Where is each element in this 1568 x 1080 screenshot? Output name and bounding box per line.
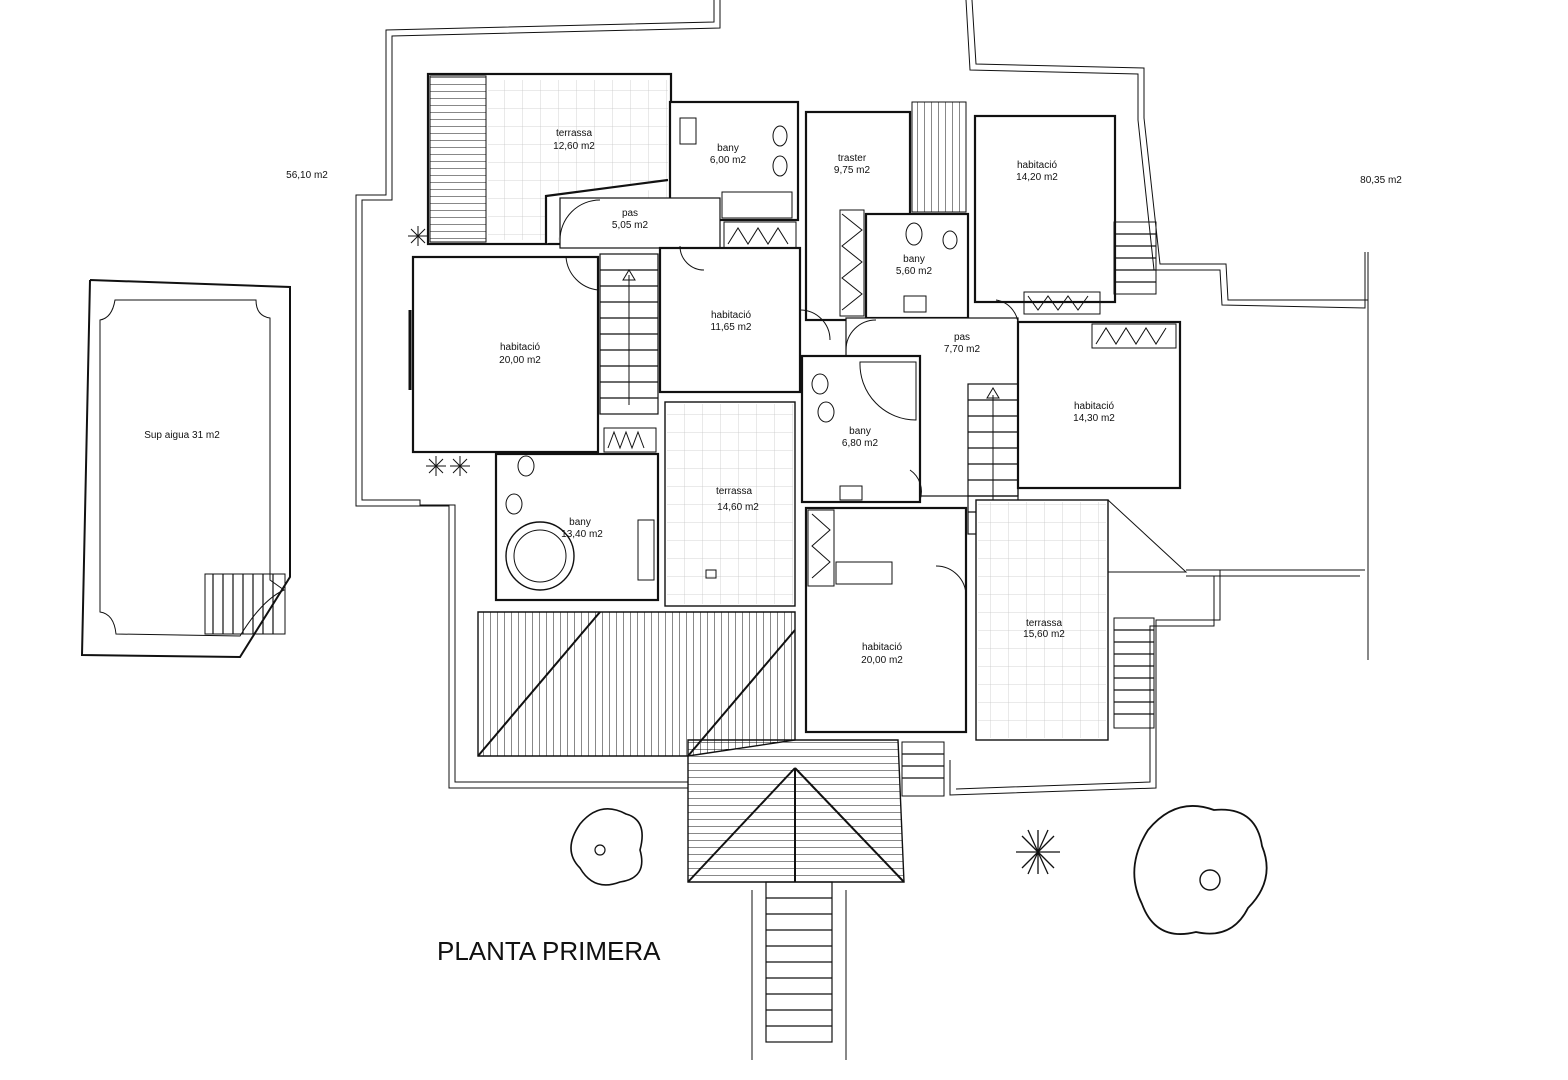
tree-icon [1133,805,1268,935]
label-pas-e: pas [954,332,970,343]
label-bany-sw: bany [569,517,591,528]
area-habitacio-w: 20,00 m2 [499,355,541,366]
stairs-entry [751,881,847,1060]
room-habitacio-e [1016,320,1182,490]
label-pool: Sup aigua 31 m2 [144,430,220,441]
room-bany-ce [800,354,922,504]
area-pas-n: 5,05 m2 [612,220,649,231]
label-habitacio-c: habitació [711,310,751,321]
room-habitacio-w [411,255,600,454]
label-terrassa-nw: terrassa [556,128,593,139]
plant-icon [570,808,643,886]
area-bany-c: 5,60 m2 [896,266,933,277]
label-bany-ce: bany [849,426,871,437]
label-terrassa-c: terrassa [716,486,753,497]
label-pas-n: pas [622,208,638,219]
label-traster: traster [838,153,867,164]
label-bany-c: bany [903,254,925,265]
label-bany-n: bany [717,143,739,154]
area-habitacio-c: 11,65 m2 [711,322,752,333]
label-habitacio-ne: habitació [1017,160,1057,171]
palm-icon [1016,829,1060,875]
plan-title: PLANTA PRIMERA [437,936,661,966]
room-pas-n [559,197,721,249]
label-terrassa-se: terrassa [1026,618,1063,629]
label-habitacio-s: habitació [862,642,902,653]
area-bany-n: 6,00 m2 [710,155,747,166]
swimming-pool [80,279,291,659]
room-habitacio-s [804,506,968,734]
stairs-se [1113,617,1155,729]
roof-tiles [477,611,905,883]
stairs-ne [1113,221,1157,295]
stairs-w [599,253,659,415]
palm-icon [408,226,470,476]
pool-steps [204,573,286,635]
area-habitacio-s: 20,00 m2 [861,655,903,666]
area-terrassa-c: 14,60 m2 [717,502,759,513]
label-outer-area-left: 56,10 m2 [286,170,328,181]
area-terrassa-se: 15,60 m2 [1023,629,1065,640]
area-bany-sw: 13,40 m2 [561,529,603,540]
area-habitacio-e: 14,30 m2 [1073,413,1115,424]
room-habitacio-c [658,246,802,394]
area-traster: 9,75 m2 [834,165,871,176]
stairs-s-small [901,741,945,797]
label-habitacio-e: habitació [1074,401,1114,412]
area-bany-ce: 6,80 m2 [842,438,879,449]
area-habitacio-ne: 14,20 m2 [1016,172,1058,183]
label-habitacio-w: habitació [500,342,540,353]
area-terrassa-nw: 12,60 m2 [553,141,595,152]
room-habitacio-ne [973,114,1117,304]
label-outer-area-right: 80,35 m2 [1360,175,1402,186]
area-pas-e: 7,70 m2 [944,344,981,355]
